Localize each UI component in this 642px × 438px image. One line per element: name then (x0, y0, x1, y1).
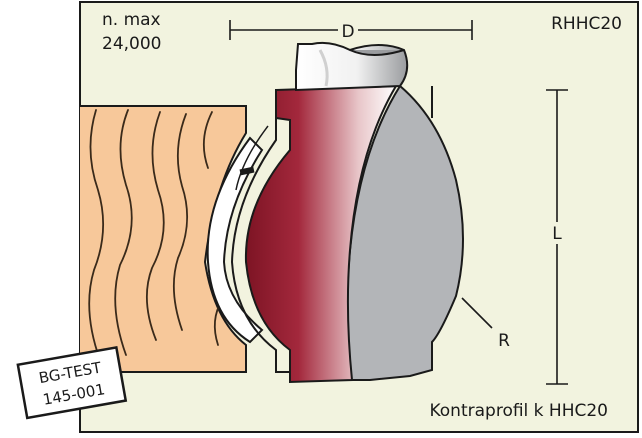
dimension-l-label: L (552, 224, 562, 244)
diagram-caption: Kontraprofil k HHC20 (429, 401, 608, 421)
certification-stamp: BG-TEST 145-001 (16, 345, 128, 420)
speed-label: n. max (102, 10, 161, 30)
dimension-d-label: D (341, 22, 354, 42)
edge-marker (239, 166, 255, 176)
model-code: RHHC20 (551, 14, 622, 34)
wood-grain (88, 109, 223, 361)
dimension-l (546, 89, 568, 385)
carbide-edge (230, 118, 290, 373)
radius-label: R (498, 331, 510, 351)
cutting-arc (206, 136, 264, 344)
radius-leader (461, 297, 493, 329)
dimension-d (229, 20, 473, 40)
speed-value: 24,000 (102, 34, 161, 54)
cutter-flute (244, 84, 398, 384)
